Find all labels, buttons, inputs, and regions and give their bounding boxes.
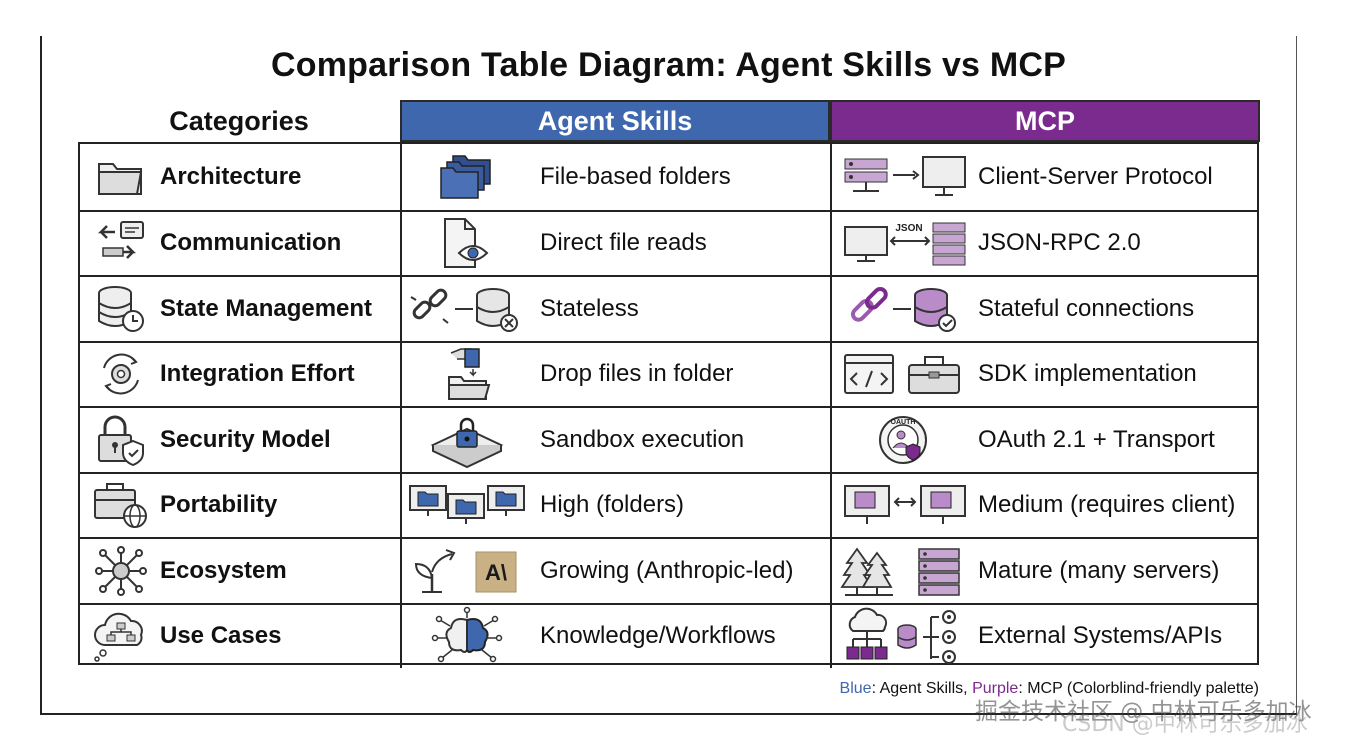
category-label: Ecosystem xyxy=(160,556,287,584)
agent-skills-cell: Knowledge/Workflows xyxy=(402,604,832,668)
oauth-label: OAUTH xyxy=(891,419,916,426)
server-to-monitor-icon xyxy=(840,150,970,204)
brain-network-icon xyxy=(402,607,532,663)
color-legend: Blue: Agent Skills, Purple: MCP (Colorbl… xyxy=(840,680,1259,698)
agent-skills-value: Drop files in folder xyxy=(540,360,734,388)
table-row: Security Model Sandbox execution OAUTH O… xyxy=(80,406,1257,472)
watermark-secondary: CSDN @中林可乐多加冰 xyxy=(1062,712,1308,737)
legend-purple-text: : MCP (Colorblind-friendly palette) xyxy=(1018,680,1259,697)
table-row: Architecture File-based folders Client-S… xyxy=(80,144,1257,210)
category-cell: Integration Effort xyxy=(80,342,402,406)
agent-skills-cell: Direct file reads xyxy=(402,211,832,275)
lock-shield-icon xyxy=(90,415,152,466)
category-label: State Management xyxy=(160,294,373,322)
mcp-value: Client-Server Protocol xyxy=(978,162,1213,190)
figure-frame xyxy=(40,36,1297,715)
table-row: Integration Effort Drop files in folder … xyxy=(80,340,1257,407)
category-label: Use Cases xyxy=(160,622,282,650)
agent-skills-cell: A\ Growing (Anthropic-led) xyxy=(402,539,832,603)
mcp-cell: JSON JSON-RPC 2.0 xyxy=(832,212,1257,276)
mcp-value: Medium (requires client) xyxy=(978,491,1236,519)
category-label: Security Model xyxy=(160,425,331,453)
sprout-anthropic-icon: A\ xyxy=(402,544,532,598)
mcp-cell: Client-Server Protocol xyxy=(832,144,1257,210)
table-row: Ecosystem A\ Growing (Anthropic-led) Mat… xyxy=(80,537,1257,603)
legend-purple-word: Purple xyxy=(972,680,1019,697)
code-toolbox-icon xyxy=(840,347,970,401)
category-cell: Use Cases xyxy=(80,604,402,668)
category-label: Portability xyxy=(160,491,278,519)
mcp-cell: External Systems/APIs xyxy=(832,605,1257,669)
mcp-cell: Stateful connections xyxy=(832,277,1257,341)
category-label: Architecture xyxy=(160,162,302,190)
category-label: Communication xyxy=(160,229,342,257)
network-hub-icon xyxy=(90,545,152,596)
mcp-value: External Systems/APIs xyxy=(978,622,1223,650)
mcp-value: Stateful connections xyxy=(978,294,1195,322)
agent-skills-value: Stateless xyxy=(540,294,639,322)
legend-blue-text: : Agent Skills, xyxy=(871,680,973,697)
broken-link-database-icon xyxy=(402,282,532,336)
watermark: 掘金技术社区 @ 中林可乐多加冰 xyxy=(975,699,1312,725)
sandbox-lock-icon xyxy=(402,413,532,468)
agent-skills-value: Sandbox execution xyxy=(540,425,745,453)
file-eye-icon xyxy=(402,216,532,270)
oauth-badge-icon: OAUTH xyxy=(840,413,970,467)
category-cell: Security Model xyxy=(80,408,402,472)
agent-skills-cell: Drop files in folder xyxy=(402,342,832,406)
json-label: JSON xyxy=(895,223,922,234)
category-cell: Portability xyxy=(80,473,402,537)
json-monitor-server-icon: JSON xyxy=(840,216,970,270)
anthropic-logo: A\ xyxy=(485,560,507,585)
mcp-value: JSON-RPC 2.0 xyxy=(978,229,1141,257)
drop-file-folder-icon xyxy=(402,347,532,401)
header-categories: Categories xyxy=(169,105,309,136)
category-cell: Architecture xyxy=(80,144,402,210)
agent-skills-cell: High (folders) xyxy=(402,473,832,537)
mcp-value: OAuth 2.1 + Transport xyxy=(978,425,1215,453)
database-clock-icon xyxy=(90,284,152,334)
diagram-title: Comparison Table Diagram: Agent Skills v… xyxy=(271,46,1066,84)
mcp-cell: SDK implementation xyxy=(832,343,1257,407)
agent-skills-value: High (folders) xyxy=(540,491,685,519)
agent-skills-cell: File-based folders xyxy=(402,144,832,210)
table-row: Use Cases Knowledge/Workflows External S… xyxy=(80,602,1257,669)
legend-blue-word: Blue xyxy=(839,680,872,697)
category-cell: Communication xyxy=(80,211,402,275)
three-monitors-folders-icon xyxy=(402,478,532,532)
table-row: State Management Stateless Stateful conn… xyxy=(80,275,1257,341)
agent-skills-value: File-based folders xyxy=(540,162,731,190)
header-agent-skills: Agent Skills xyxy=(400,100,830,142)
category-cell: Ecosystem xyxy=(80,539,402,603)
folder-icon xyxy=(90,152,152,202)
mcp-cell: Mature (many servers) xyxy=(832,539,1257,603)
category-cell: State Management xyxy=(80,277,402,341)
agent-skills-value: Growing (Anthropic-led) xyxy=(540,556,794,584)
link-database-check-icon xyxy=(840,282,970,336)
forest-servers-icon xyxy=(840,544,970,598)
cloud-systems-gears-icon xyxy=(840,607,970,665)
stacked-folders-icon xyxy=(402,150,532,204)
agent-skills-cell: Stateless xyxy=(402,277,832,341)
mcp-cell: Medium (requires client) xyxy=(832,474,1257,538)
header-mcp: MCP xyxy=(830,100,1260,142)
cloud-flowchart-icon xyxy=(90,611,152,662)
agent-skills-value: Knowledge/Workflows xyxy=(540,622,776,650)
agent-skills-cell: Sandbox execution xyxy=(402,408,832,472)
table-row: Communication Direct file reads JSON JSO… xyxy=(80,209,1257,276)
agent-skills-value: Direct file reads xyxy=(540,229,707,257)
table-row: Portability High (folders) Medium (requi… xyxy=(80,471,1257,538)
mcp-value: Mature (many servers) xyxy=(978,556,1220,584)
mcp-value: SDK implementation xyxy=(978,360,1197,388)
category-label: Integration Effort xyxy=(160,360,355,388)
exchange-arrows-icon xyxy=(90,218,152,268)
mcp-cell: OAUTH OAuth 2.1 + Transport xyxy=(832,408,1257,472)
gear-cycle-icon xyxy=(90,349,152,399)
two-monitors-icon xyxy=(840,478,970,532)
briefcase-globe-icon xyxy=(90,480,152,530)
comparison-table: Architecture File-based folders Client-S… xyxy=(78,142,1259,668)
